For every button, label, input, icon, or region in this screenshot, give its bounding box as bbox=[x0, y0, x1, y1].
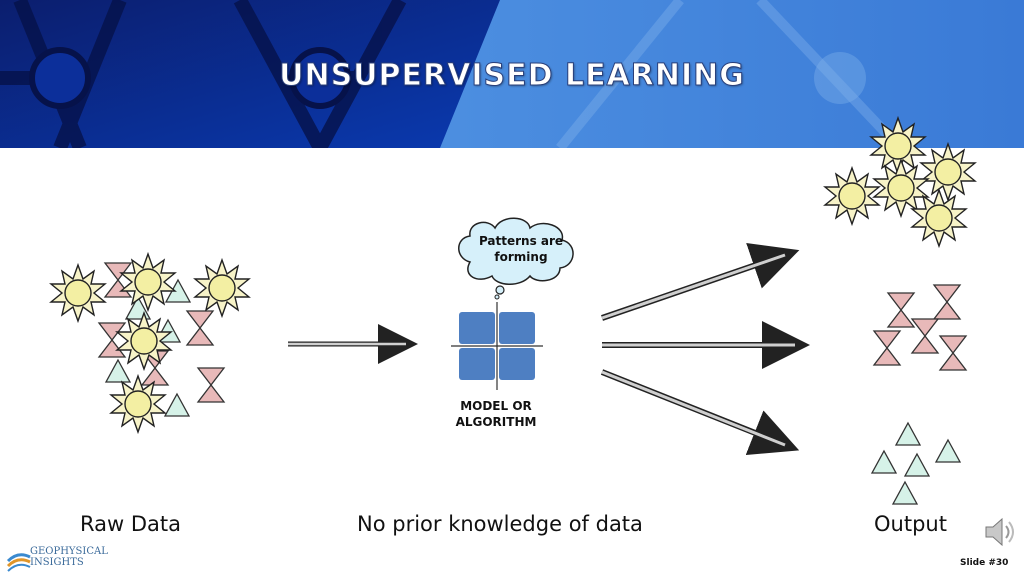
raw-data-cluster bbox=[50, 253, 250, 433]
raw-data-label: Raw Data bbox=[80, 512, 181, 536]
hourglass-shape bbox=[911, 318, 939, 354]
triangle-shape bbox=[892, 481, 918, 505]
triangle-shape bbox=[935, 439, 961, 463]
sun-shape bbox=[194, 259, 250, 317]
output-label: Output bbox=[874, 512, 947, 536]
hourglass-shape bbox=[873, 330, 901, 366]
model-label-line2: ALGORITHM bbox=[455, 415, 537, 429]
model-icon bbox=[451, 302, 543, 390]
slide-number: Slide #30 bbox=[960, 558, 1009, 568]
model-label: MODEL OR ALGORITHM bbox=[440, 398, 552, 430]
hourglass-shape bbox=[933, 284, 961, 320]
speaker-icon[interactable] bbox=[980, 512, 1020, 552]
geophysical-insights-logo bbox=[6, 553, 31, 572]
sun-shape bbox=[50, 264, 106, 322]
thought-bubble-text: Patterns are forming bbox=[478, 234, 564, 264]
sun-shape bbox=[911, 189, 967, 247]
title-banner bbox=[0, 0, 1024, 148]
sun-shape bbox=[824, 167, 880, 225]
hourglass-shape bbox=[197, 367, 225, 403]
logo-line2: INSIGHTS bbox=[30, 557, 84, 568]
triangle-shape bbox=[105, 359, 131, 383]
prior-knowledge-label: No prior knowledge of data bbox=[357, 512, 643, 536]
logo-text: GEOPHYSICAL INSIGHTS bbox=[30, 546, 108, 568]
hourglass-shape bbox=[98, 322, 126, 358]
model-label-line1: MODEL OR bbox=[460, 399, 532, 413]
logo-line1: GEOPHYSICAL bbox=[30, 546, 108, 557]
thought-bubble bbox=[458, 217, 574, 300]
triangle-shape bbox=[895, 422, 921, 446]
output-sun-cluster bbox=[824, 117, 976, 247]
slide-title: UNSUPERVISED LEARNING bbox=[279, 58, 745, 94]
hourglass-shape bbox=[887, 292, 915, 328]
triangle-shape bbox=[904, 453, 930, 477]
hourglass-shape bbox=[104, 262, 132, 298]
output-arrows bbox=[600, 243, 810, 455]
triangle-shape bbox=[871, 450, 897, 474]
hourglass-shape bbox=[186, 310, 214, 346]
triangle-shape bbox=[164, 393, 190, 417]
output-triangle-cluster bbox=[871, 422, 961, 505]
output-hourglass-cluster bbox=[873, 284, 967, 371]
sun-shape bbox=[920, 143, 976, 201]
hourglass-shape bbox=[939, 335, 967, 371]
